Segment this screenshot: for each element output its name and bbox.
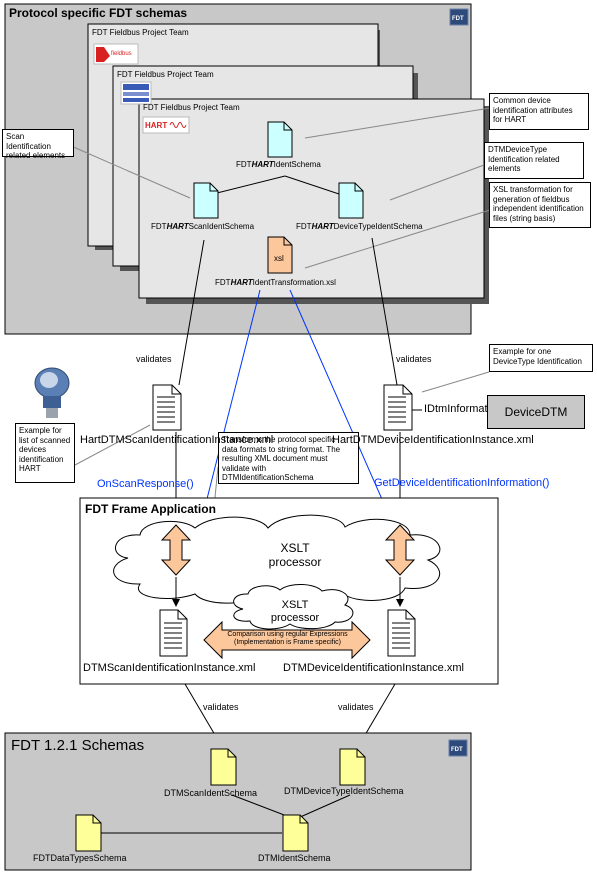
hart-device-instance-label: HartDTMDeviceIdentificationInstance.xml [332,434,534,446]
leader-xsl [304,209,491,269]
validates-bottom-right-label: validates [338,702,374,712]
team-card-hart [138,98,485,299]
orange-arrow-left [160,524,192,576]
hart-devicetype-schema-icon [338,182,364,219]
validates-left-label: validates [136,354,172,364]
hart-scan-schema-icon [193,182,219,219]
leader-devtype [389,164,485,201]
fdt-schemas-title: FDT 1.2.1 Schemas [11,737,145,754]
protocol-panel-title: Protocol specific FDT schemas [9,6,188,20]
connector-ident-to-devtype [284,175,346,197]
leader-common [304,107,491,139]
xsl-icon-label: xsl [274,254,284,263]
get-device-identification-label: GetDeviceIdentificationInformation() [374,477,550,489]
fdt-datatypes-schema-label: FDTDataTypesSchema [33,853,127,863]
hart-device-instance-icon [383,384,413,431]
xsl-line-right [289,289,393,523]
dtm-scan-instance-icon [159,609,188,657]
leader-example-devicetype [421,371,490,393]
hart-ident-schema-icon [267,121,293,158]
hart-xsl-icon [267,236,293,274]
frame-application-title: FDT Frame Application [85,502,216,516]
pressure-transmitter-image [34,367,70,418]
connector-devtype-to-ident [297,794,351,819]
xslt-cloud-main [113,514,441,606]
fdt-logo-bottom: FDT [448,739,468,757]
note-devicetype-elements: DTMDeviceType Identification related ele… [484,142,584,179]
hart-ident-schema-label: FDTHARTIdentSchema [236,160,321,169]
validates-right-label: validates [396,354,432,364]
dtm-scan-schema-label: DTMScanIdentSchema [164,788,258,798]
note-transforms: Transforms the protocol specific data fo… [218,432,359,484]
validates-bottom-left-label: validates [203,702,239,712]
leader-example-scanned [74,424,151,466]
profibus-logo [120,81,152,105]
fdt-datatypes-schema-icon [75,814,102,852]
hart-scan-schema-label: FDTHARTScanIdentSchema [151,222,255,231]
svg-text:FDT: FDT [451,747,463,753]
xslt-cloud-small [233,584,354,630]
dtm-ident-schema-label: DTMIdentSchema [258,853,331,863]
fieldbus-logo: fieldbus [93,43,139,65]
dtm-devicetype-schema-label: DTMDeviceTypeIdentSchema [284,786,404,796]
dtm-devicetype-schema-icon [339,748,366,786]
hart-scan-instance-label: HartDTMScanIdentificationInstance.xml [80,434,274,446]
comparison-arrow [203,620,371,660]
note-common-attributes: Common device identification attributes … [489,93,589,130]
note-xsl-transformation: XSL transformation for generation of fie… [489,182,591,228]
hart-scan-instance-icon [152,384,182,431]
hart-xsl-label: FDTHARTIdentTransformation.xsl [215,278,336,287]
hart-devicetype-schema-label: FDTHARTDeviceTypeIdentSchema [296,222,423,231]
dtm-ident-schema-icon [282,814,309,852]
on-scan-response-label: OnScanResponse() [97,478,194,490]
team-card-title-2: FDT Fieldbus Project Team [117,70,214,79]
note-example-devicetype: Example for one DeviceType Identificatio… [489,344,593,372]
xslt-processor-small-label: XSLT processor [270,599,320,624]
team-card-title-3: FDT Fieldbus Project Team [143,103,240,112]
connector-scan-to-ident [231,794,293,819]
xslt-processor-main-label: XSLT processor [268,541,322,569]
dtm-scan-instance-label: DTMScanIdentificationInstance.xml [83,662,256,674]
svg-text:fieldbus: fieldbus [111,51,132,57]
note-example-scanned: Example for list of scanned devices iden… [15,423,75,483]
dtm-device-instance-icon [387,609,416,657]
note-scan-elements: Scan Identification related elements [2,129,74,160]
svg-text:FDT: FDT [452,16,464,22]
hart-logo: HART [142,116,190,134]
leader-scan [61,141,191,199]
validates-line-device [371,237,398,386]
dtm-device-instance-label: DTMDeviceIdentificationInstance.xml [283,662,464,674]
svg-text:HART: HART [145,121,167,130]
validates-line-scan [178,239,205,386]
comparison-label: Comparison using regular Expressions (Im… [227,631,348,647]
team-card-title-1: FDT Fieldbus Project Team [92,28,189,37]
dtm-scan-schema-icon [210,748,237,786]
device-dtm-box: DeviceDTM [487,395,585,429]
fdt-logo-top: FDT [449,8,469,26]
orange-arrow-right [384,524,416,576]
